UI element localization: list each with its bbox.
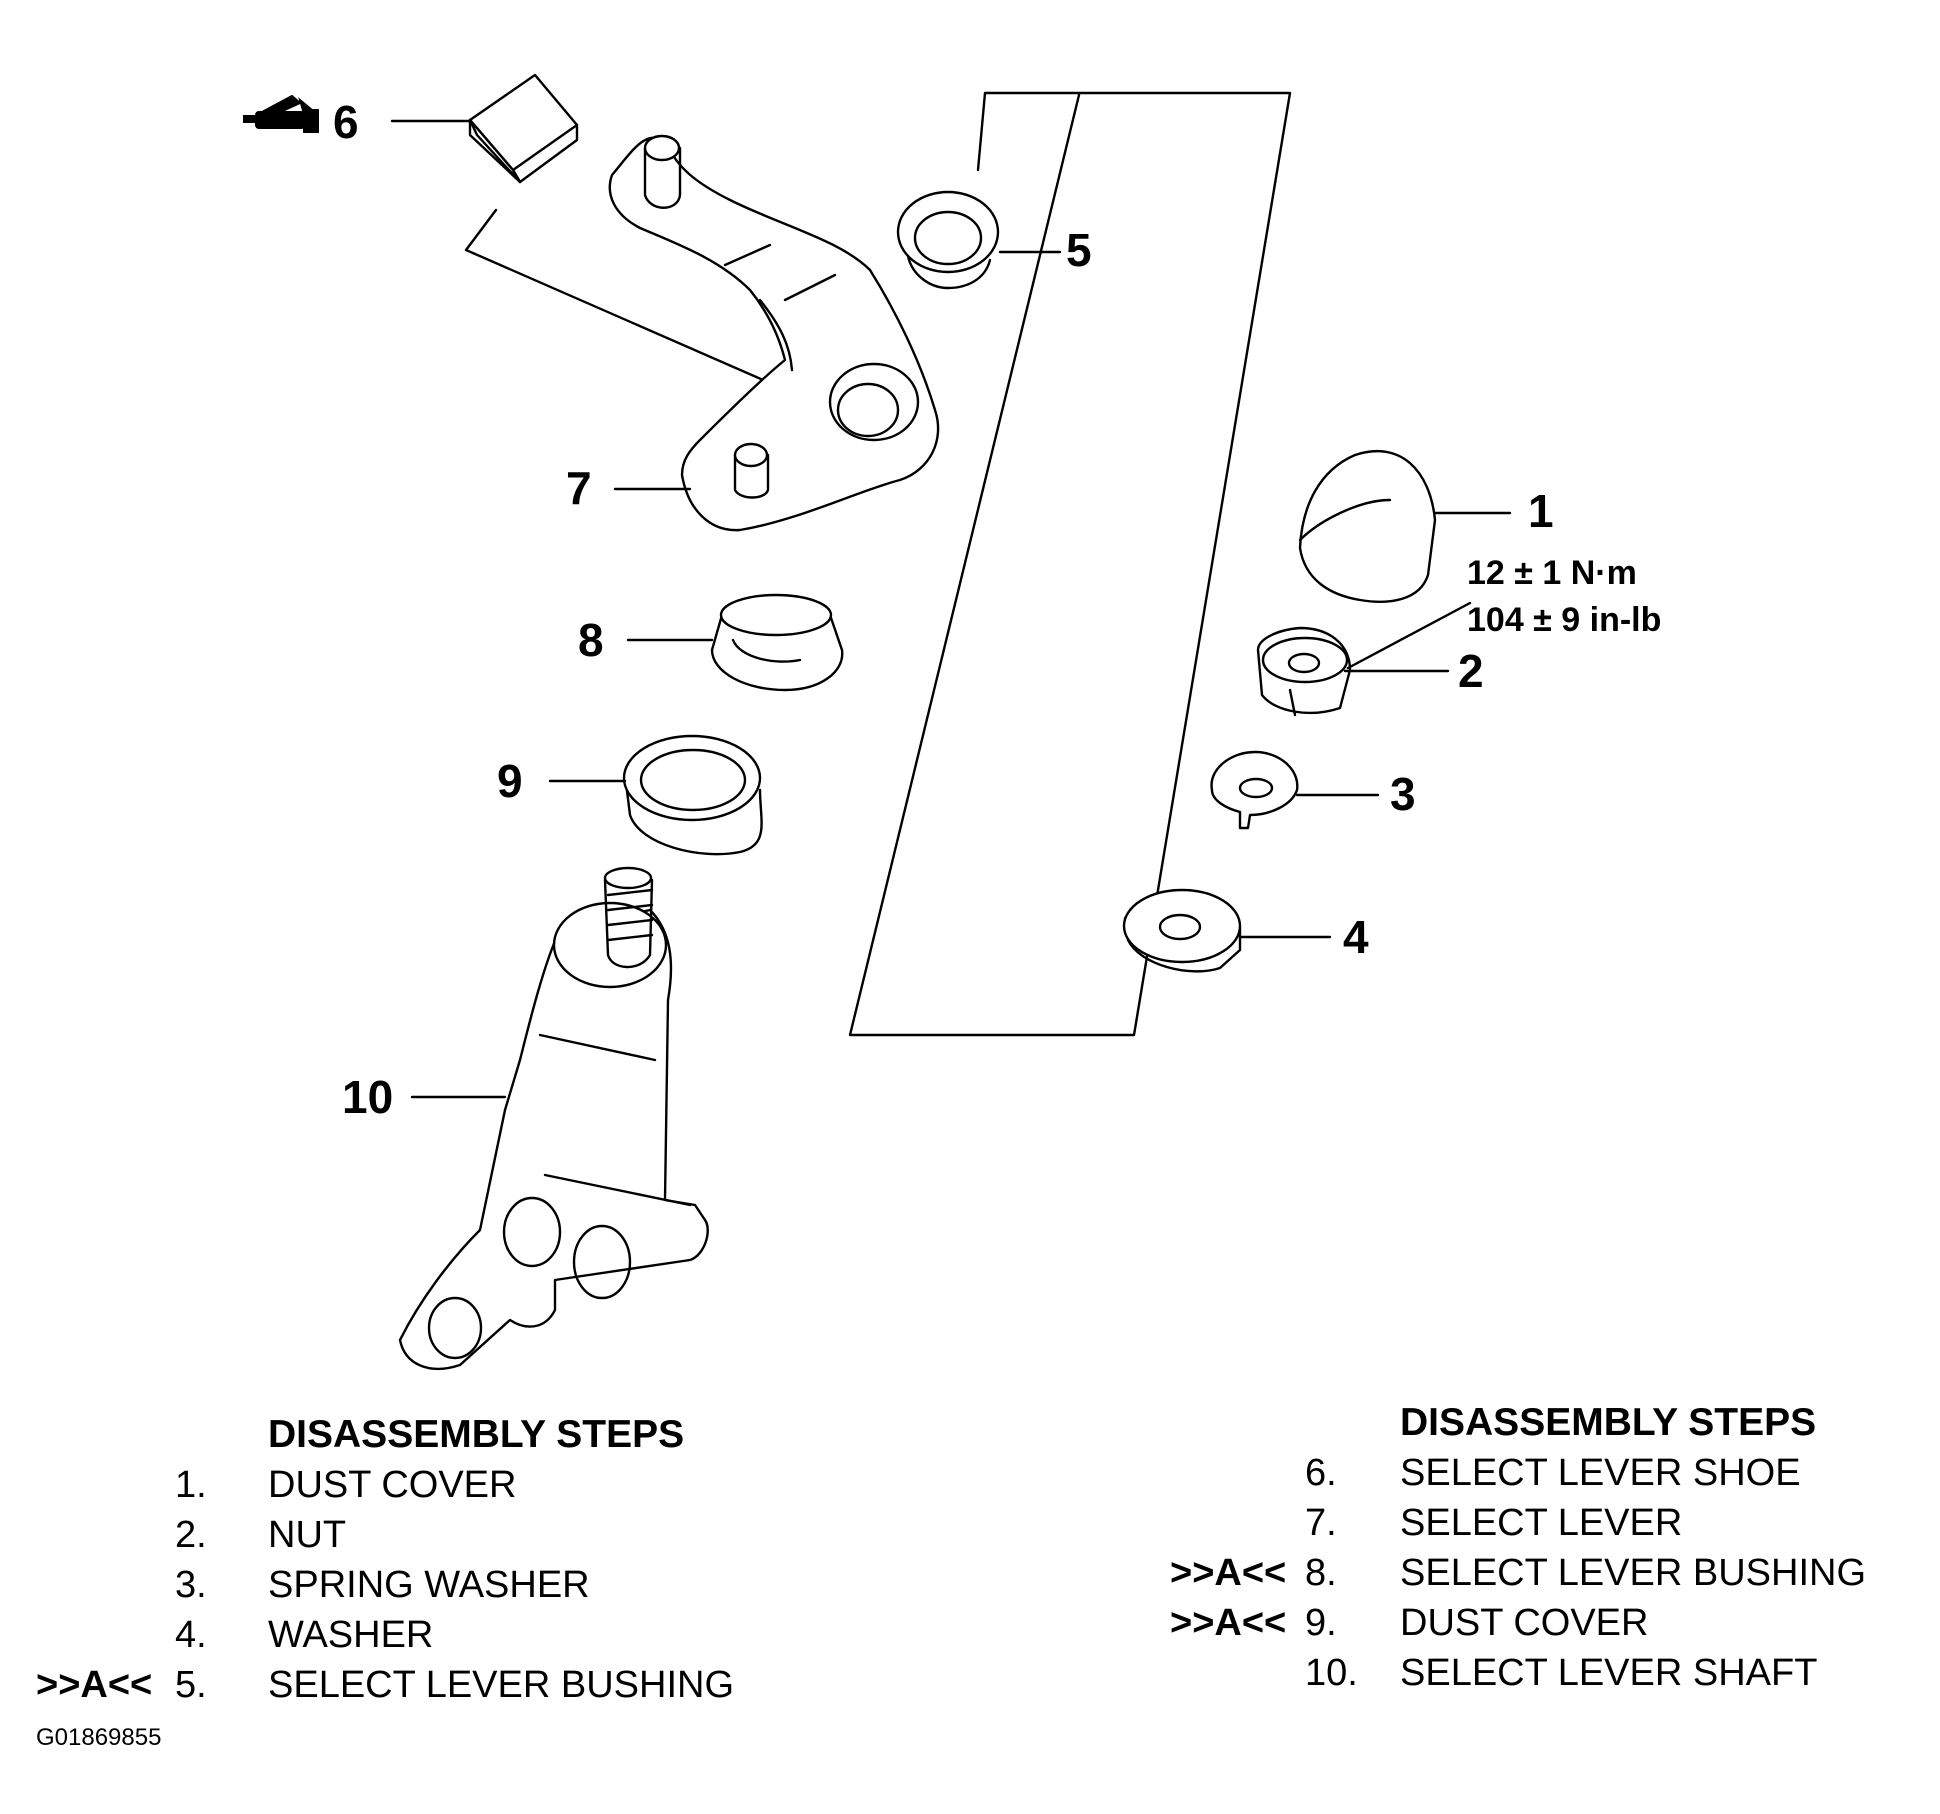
step-label: SPRING WASHER (268, 1564, 590, 1606)
part-select-lever-bushing-lower (710, 593, 844, 692)
step-number: 6. (1305, 1452, 1337, 1494)
step-number: 8. (1305, 1552, 1337, 1594)
disassembly-steps-right: DISASSEMBLY STEPS 6. SELECT LEVER SHOE 7… (1000, 1398, 1940, 1718)
part-select-lever (608, 134, 940, 532)
callout-5: 5 (1066, 224, 1092, 276)
assembly-line-parallelogram (848, 91, 1292, 1037)
part-select-lever-bushing-upper (896, 190, 1000, 290)
callout-6: 6 (333, 96, 359, 148)
callout-10: 10 (342, 1071, 393, 1123)
part-dust-cover-cap (1298, 449, 1437, 603)
callout-9: 9 (497, 755, 523, 807)
step-label: SELECT LEVER SHOE (1400, 1452, 1801, 1494)
grease-gun-icon (243, 94, 319, 133)
torque-imperial: 104 ± 9 in-lb (1467, 601, 1661, 639)
step-number: 1. (175, 1464, 207, 1506)
step-label: NUT (268, 1514, 347, 1556)
disassembly-steps-left: DISASSEMBLY STEPS 1. DUST COVER 2. NUT 3… (0, 1410, 900, 1730)
step-mark: >>A<< (1170, 1552, 1287, 1594)
step-number: 5. (175, 1664, 207, 1706)
step-number: 3. (175, 1564, 207, 1606)
part-washer (1122, 888, 1242, 973)
step-label: DUST COVER (268, 1464, 517, 1506)
callout-1: 1 (1528, 485, 1554, 537)
part-nut (1256, 626, 1352, 717)
step-mark: >>A<< (36, 1664, 153, 1706)
step-label: SELECT LEVER SHAFT (1400, 1652, 1818, 1694)
step-number: 7. (1305, 1502, 1337, 1544)
figure-id: G01869855 (36, 1724, 162, 1751)
step-mark: >>A<< (1170, 1602, 1287, 1644)
callout-4: 4 (1343, 911, 1369, 963)
part-select-lever-shaft (398, 866, 709, 1370)
part-spring-washer (1210, 750, 1299, 830)
step-label: SELECT LEVER BUSHING (268, 1664, 735, 1706)
steps-title-right: DISASSEMBLY STEPS (1400, 1401, 1817, 1444)
step-label: DUST COVER (1400, 1602, 1649, 1644)
callout-2: 2 (1458, 645, 1484, 697)
torque-metric: 12 ± 1 N·m (1467, 554, 1637, 592)
steps-title-left: DISASSEMBLY STEPS (268, 1413, 685, 1456)
step-label: SELECT LEVER BUSHING (1400, 1552, 1867, 1594)
step-label: SELECT LEVER (1400, 1502, 1683, 1544)
step-number: 9. (1305, 1602, 1337, 1644)
step-number: 2. (175, 1514, 207, 1556)
step-label: WASHER (268, 1614, 434, 1656)
step-number: 4. (175, 1614, 207, 1656)
callout-8: 8 (578, 614, 604, 666)
step-number: 10. (1305, 1652, 1358, 1694)
callout-3: 3 (1390, 768, 1416, 820)
callout-7: 7 (566, 462, 592, 514)
leader-torque (1346, 601, 1472, 670)
part-select-lever-shoe (468, 73, 579, 184)
part-dust-cover-ring (622, 734, 763, 856)
